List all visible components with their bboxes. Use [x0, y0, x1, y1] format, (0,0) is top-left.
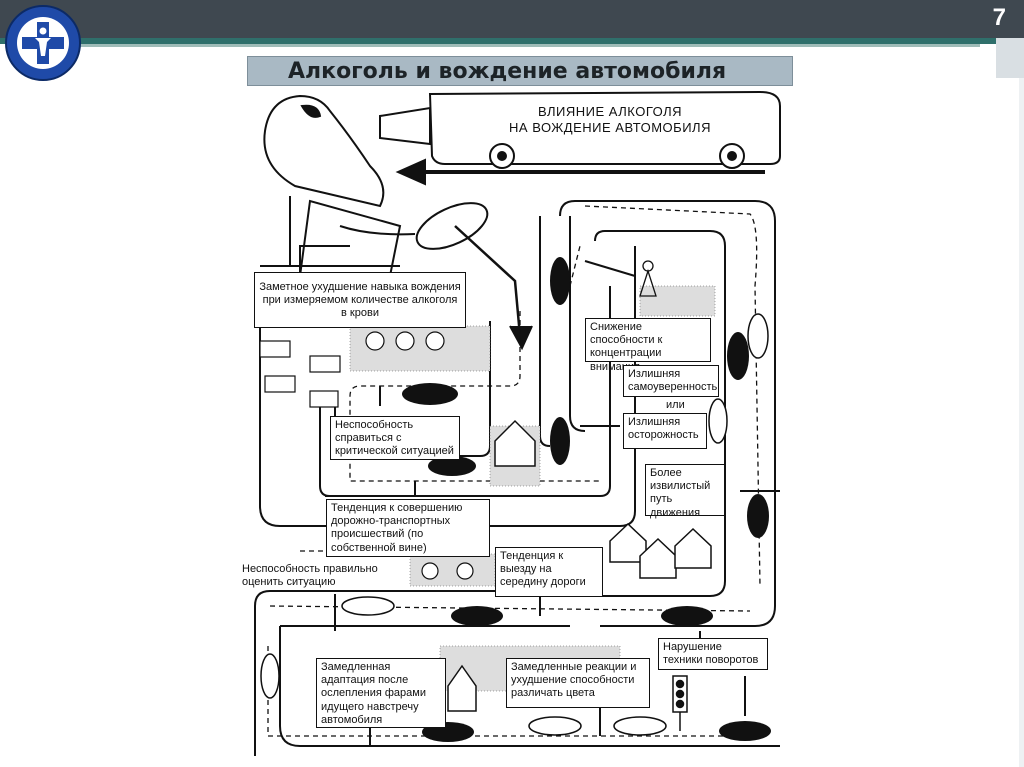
- label-overcaution: Излишняя осторожность: [623, 413, 707, 449]
- label-turning-technique: Нарушение техники поворотов: [658, 638, 768, 670]
- label-or: или: [666, 399, 685, 413]
- slide-top-bar: [0, 0, 1024, 38]
- label-slow-reactions: Замедленные реакции и ухудшение способно…: [506, 658, 650, 708]
- label-middle-of-road: Тенденция к выезду на середину дороги: [495, 547, 603, 597]
- label-overconfidence: Излишняя самоуверенность: [623, 365, 719, 397]
- medical-cross-person-icon: [5, 5, 81, 81]
- label-critical-situation: Неспособность справиться с критической с…: [330, 416, 460, 460]
- label-glare-adaptation: Замедленная адаптация после ослепления ф…: [316, 658, 446, 728]
- page-number: 7: [992, 4, 1006, 31]
- road-poster-illustration: [254, 90, 781, 756]
- label-winding-path: Более извилистый путь движения: [645, 464, 725, 519]
- label-accident-tendency: Тенденция к совершению дорожно-транспорт…: [326, 499, 490, 557]
- label-skill-decline: Заметное ухудшение навыка вождения при и…: [254, 272, 466, 328]
- label-misjudge-situation: Неспособность правильно оценить ситуацию: [242, 563, 402, 590]
- bus-caption-line-2: НА ВОЖДЕНИЕ АВТОМОБИЛЯ: [509, 120, 711, 136]
- slide-accent-stripe: [0, 38, 1000, 44]
- page-title: Алкоголь и вождение автомобиля: [247, 56, 793, 86]
- bus-caption-line-1: ВЛИЯНИЕ АЛКОГОЛЯ: [537, 104, 683, 119]
- slide-corner-block: [996, 38, 1024, 78]
- label-concentration: Снижение способности к концентрации вним…: [585, 318, 711, 373]
- slide-right-edge: [1019, 78, 1024, 767]
- bus-caption: ВЛИЯНИЕ АЛКОГОЛЯ НА ВОЖДЕНИЕ АВТОМОБИЛЯ: [480, 104, 740, 137]
- slide-accent-stripe-light: [80, 44, 980, 47]
